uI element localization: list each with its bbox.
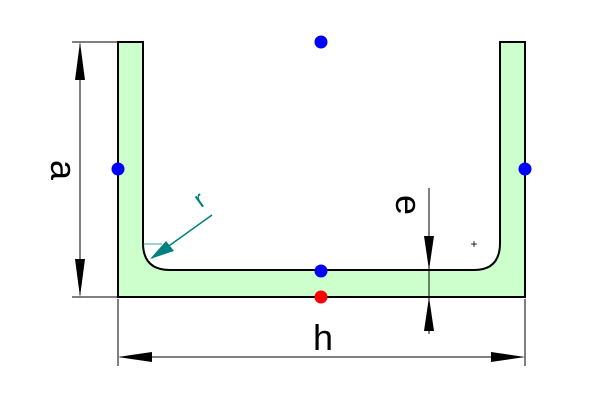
point-marker-right (518, 162, 532, 176)
radius-callout: r (143, 187, 213, 259)
channel-section-shape (117, 41, 526, 298)
height-arrow-top (75, 42, 85, 80)
width-arrow-right (491, 352, 525, 362)
height-label: a (43, 160, 84, 181)
thickness-label: e (388, 195, 429, 215)
width-label: h (313, 317, 333, 358)
reference-point-marker (314, 290, 328, 304)
centroid-mark: + (470, 237, 477, 251)
thickness-arrow-bottom (424, 297, 434, 331)
thickness-arrow-top (424, 236, 434, 270)
height-dimension: a (43, 41, 118, 298)
thickness-dimension: e (388, 188, 434, 334)
width-dimension: h (117, 299, 526, 366)
radius-label: r (189, 187, 211, 214)
point-marker-left (111, 162, 125, 176)
point-marker-web-inner (314, 264, 328, 278)
height-arrow-bottom (75, 259, 85, 297)
point-marker-top (314, 35, 328, 49)
width-arrow-left (118, 352, 152, 362)
radius-arrow (150, 241, 174, 259)
